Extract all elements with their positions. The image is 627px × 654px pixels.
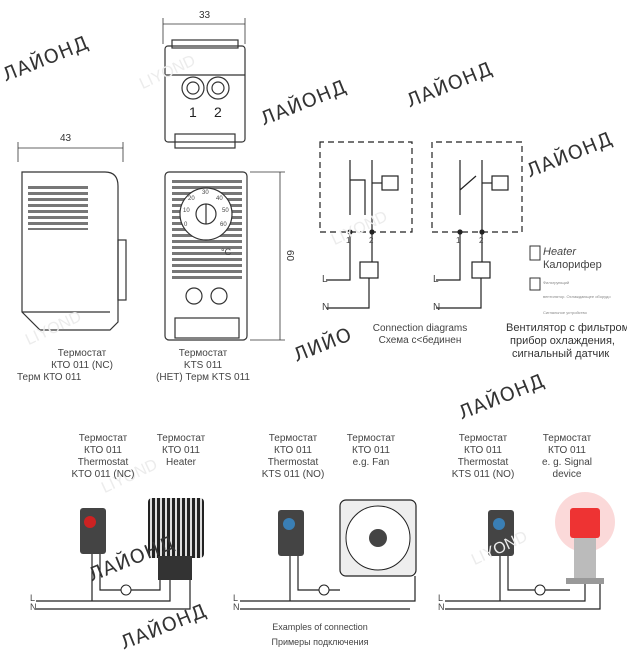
terminal-2-label: 2 [479, 236, 484, 245]
terminal-1-label: 1 [456, 236, 461, 245]
legend-fine-1: Фильтрующий [543, 280, 570, 285]
connection-caption: Connection diagrams Схема с<бединен [372, 323, 468, 346]
legend-fine-2: вентилятор. Охлаждающее оборудо [543, 294, 611, 299]
top-view-drawing [162, 18, 246, 149]
heater-legend-icon [529, 245, 541, 261]
width-dimension: 33 [199, 10, 211, 21]
example-2-left-caption: Термостат КТО 011 Thermostat KTS 011 (NO… [261, 433, 325, 480]
neutral-label: N [433, 302, 441, 313]
example-heater-drawing [36, 498, 204, 610]
dial-scale-label: 50 [222, 208, 229, 214]
phase-label: L [438, 593, 444, 603]
example-signal-drawing [445, 492, 615, 610]
example-fan-drawing [240, 499, 417, 610]
dial-scale-label: 40 [216, 196, 223, 202]
terminal-number: 2 [214, 104, 222, 120]
example-1-left-caption: Термостат КТО 011 Thermostat KTO 011 (NC… [71, 433, 135, 480]
legend-fine-3: Сигнальное устройство [543, 310, 587, 315]
connection-diagram-no [431, 141, 523, 309]
fan-legend-icon [529, 277, 541, 291]
fan-caption: Вентилятор с фильтром прибор охлаждения,… [506, 322, 627, 360]
legend-heater-en: Heater [543, 246, 577, 258]
dial-scale-label: 10 [183, 208, 190, 214]
side-view-drawing [17, 142, 127, 331]
dial-unit: °C [221, 247, 232, 257]
caption-kts: Термостат KTS 011 (НЕТ) Терм KTS 011 [156, 348, 250, 383]
terminal-number: 1 [189, 104, 197, 120]
terminal-1-label: 1 [346, 236, 351, 245]
phase-label: L [433, 274, 439, 285]
neutral-label: N [233, 602, 240, 612]
example-3-left-caption: Термостат КТО 011 Thermostat KTS 011 (NO… [451, 433, 515, 480]
height-dimension: 60 [284, 249, 296, 262]
neutral-label: N [438, 602, 445, 612]
depth-dimension: 43 [60, 133, 72, 144]
dial-scale-label: 60 [220, 222, 227, 228]
connection-diagram-nc [319, 141, 413, 309]
front-view-drawing [164, 171, 285, 341]
examples-caption: Examples of connection Примеры подключен… [271, 622, 369, 647]
phase-label: L [30, 593, 36, 603]
dial-scale-label: 0 [184, 222, 188, 228]
dial-scale-label: 20 [188, 196, 195, 202]
legend-heater-ru: Калорифер [543, 259, 602, 271]
example-2-right-caption: Термостат КТО 011 e.g. Fan [346, 433, 396, 468]
terminal-2-label: 2 [369, 236, 374, 245]
caption-kto: Термостат КТО 011 (NC) Терм КТО 011 [17, 348, 113, 383]
phase-label: L [233, 593, 239, 603]
example-1-right-caption: Термостат КТО 011 Heater [156, 433, 206, 468]
dial-scale-label: 30 [202, 190, 209, 196]
neutral-label: N [322, 302, 330, 313]
phase-label: L [322, 274, 328, 285]
neutral-label: N [30, 602, 37, 612]
example-3-right-caption: Термостат КТО 011 e. g. Signal device [541, 433, 593, 480]
